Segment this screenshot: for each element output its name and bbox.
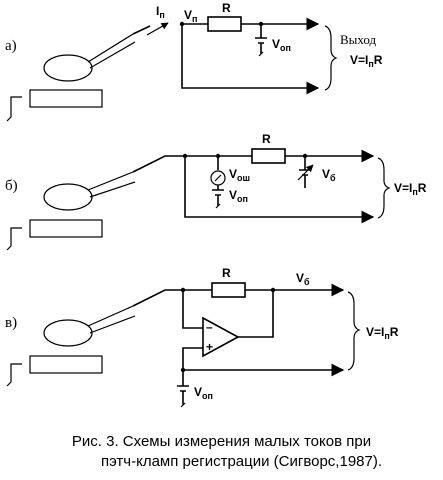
panel-a-label: а): [5, 38, 17, 54]
ground-tick: [215, 203, 221, 209]
vop-label: Vоп: [229, 188, 248, 204]
formula-a: V=IпR: [350, 53, 383, 69]
r-label: R: [222, 266, 231, 280]
resistor-r: [251, 148, 286, 164]
output-brace: [377, 157, 391, 219]
cell-ellipse: [43, 54, 93, 82]
ground-lead: [6, 96, 22, 122]
vb-label: Vб: [296, 271, 310, 287]
cell-ellipse: [43, 183, 93, 211]
vop-battery: [177, 370, 189, 405]
output-brace: [324, 25, 338, 91]
pipette: [87, 305, 136, 334]
r-label: R: [222, 1, 231, 15]
panel-b: б) R Vош Vоп Vб V=IпR: [5, 132, 427, 251]
opamp-minus: –: [206, 320, 213, 334]
lead-in: [132, 25, 151, 35]
panel-b-label: б): [5, 178, 18, 194]
vop-battery: [255, 24, 267, 54]
current-arrow: [146, 22, 169, 36]
pipette: [87, 171, 136, 198]
ground-lead: [6, 227, 22, 251]
vop-label: Vоп: [272, 37, 291, 53]
vop-label: Vоп: [194, 385, 213, 401]
vb-battery: [299, 156, 311, 188]
op-amp: [202, 316, 240, 358]
vb-adjust-arrow: [297, 164, 314, 181]
caption-line-1: Рис. 3. Схемы измерения малых токов при: [71, 433, 372, 450]
pipette: [87, 33, 136, 69]
inverting-input-wire: [182, 290, 203, 329]
panel-c-label: в): [5, 315, 17, 331]
feedback-wire: [238, 290, 274, 338]
formula-c: V=IпR: [366, 325, 399, 341]
caption-line-2: пэтч-кламп регистрации (Сигворс,1987).: [100, 453, 383, 470]
opamp-plus: +: [206, 340, 213, 354]
lead-in: [132, 289, 183, 307]
vp-label: Vп: [184, 8, 197, 24]
resistor-r: [211, 282, 246, 298]
vop-battery: [212, 185, 224, 206]
ground-lead: [6, 363, 22, 387]
lead-in: [132, 155, 185, 173]
vb-label: Vб: [322, 167, 336, 183]
ground-tick: [258, 51, 264, 57]
output-bottom-wire: [181, 24, 320, 95]
ground-tick: [180, 402, 186, 408]
current-label: Iп: [156, 4, 165, 20]
noninverting-input-wire: [182, 347, 203, 370]
resistor-r: [207, 16, 242, 32]
vosh-arrow: [214, 174, 222, 182]
vosh-label: Vош: [229, 167, 250, 183]
panel-a: а) Iп Vп R Vоп Выход V=IпR: [5, 1, 383, 122]
output-word: Выход: [340, 32, 377, 47]
stage-block: [29, 89, 103, 108]
r-label: R: [262, 132, 271, 146]
stage-block: [29, 355, 103, 374]
output-bottom-wire: [184, 156, 375, 224]
stage-block: [29, 219, 103, 238]
output-brace: [347, 291, 361, 371]
panel-c: в) R Vб – + Vоп V=IпR: [5, 266, 399, 408]
formula-b: V=IпR: [394, 181, 427, 197]
cell-ellipse: [43, 319, 93, 347]
